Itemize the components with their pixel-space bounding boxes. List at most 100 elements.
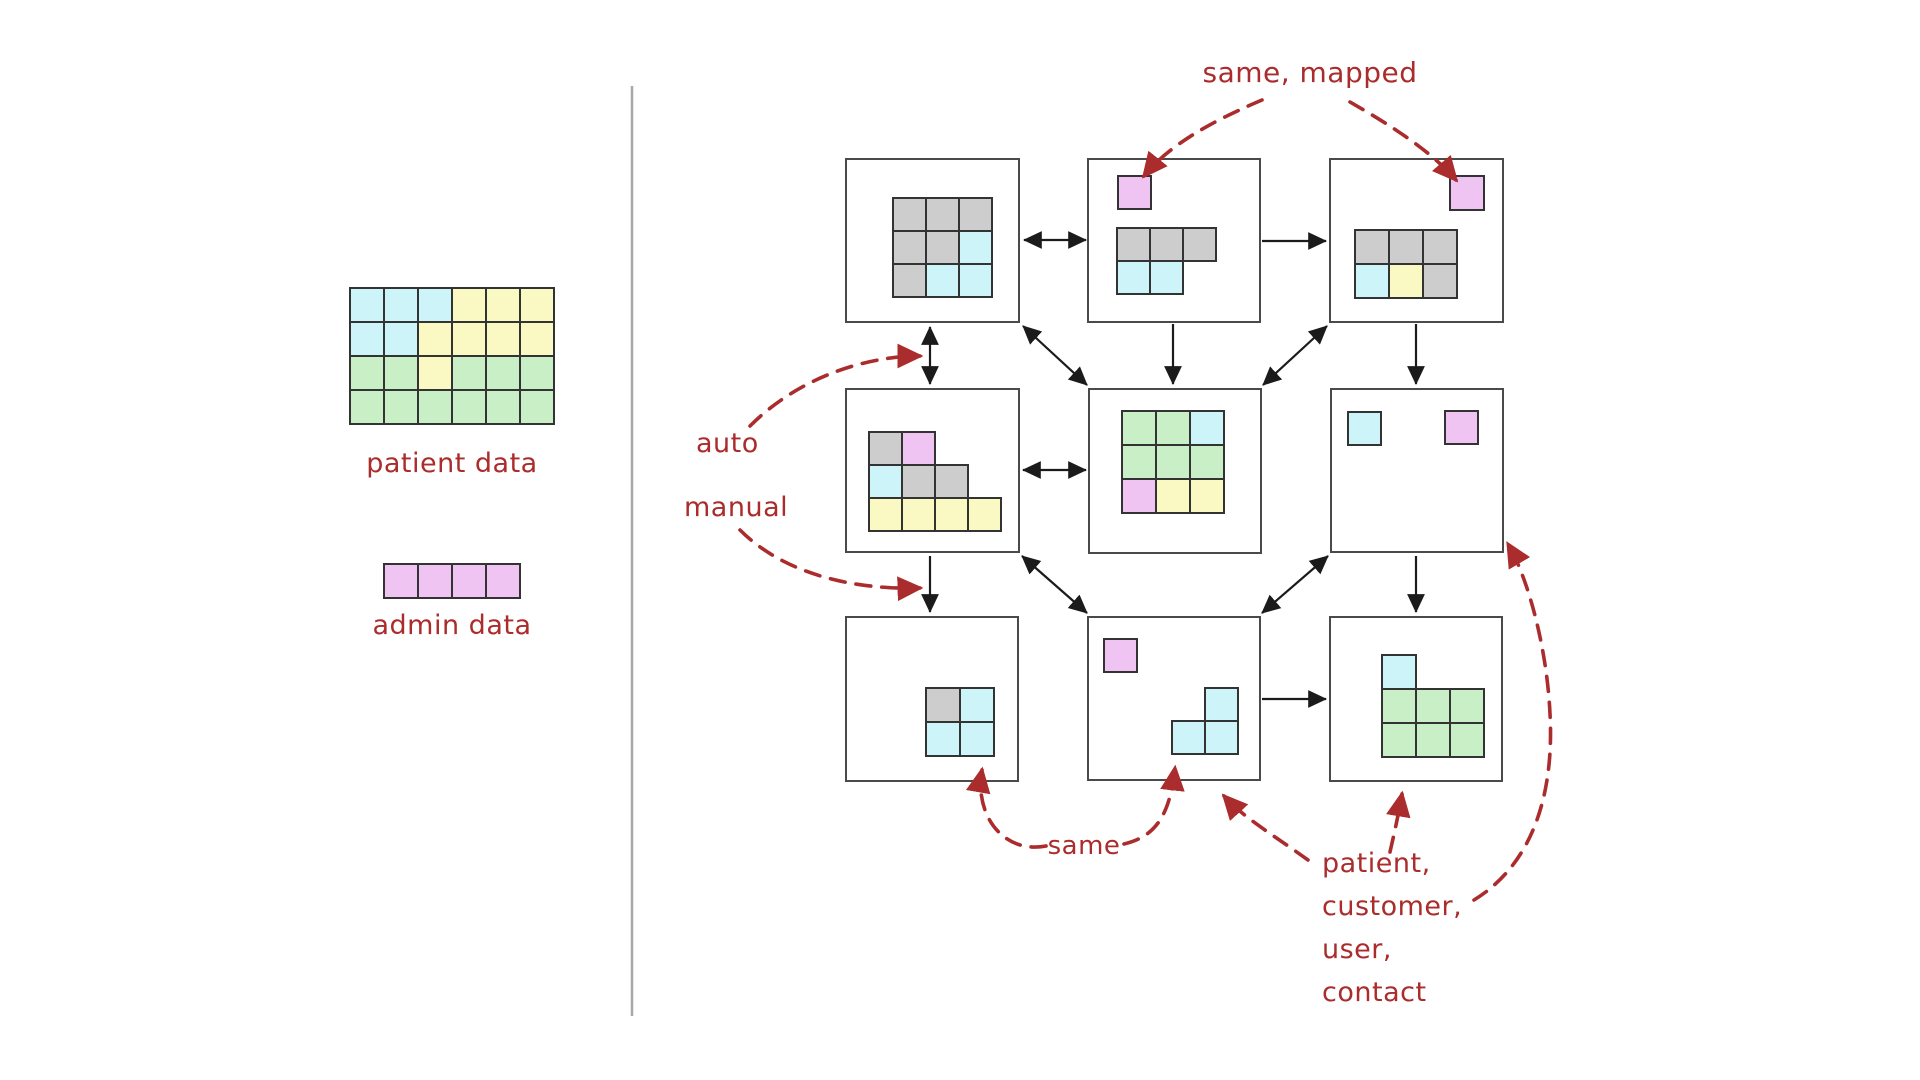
patient-data-grid-cell: [485, 321, 521, 357]
patient-data-grid-cell: [485, 389, 521, 425]
box-top-right-cell-pink: [1449, 175, 1485, 211]
box-top-middle-cell-cyan: [1116, 260, 1151, 295]
box-top-right-cell-cyan: [1354, 263, 1390, 299]
box-top-left-cell-gray: [925, 197, 960, 232]
connector-double-arrow: [1022, 325, 1088, 386]
box-top-left-cell-gray: [892, 230, 927, 265]
entity-list-line: customer,: [1322, 891, 1463, 922]
patient-data-grid-cell: [349, 321, 385, 357]
box-bottom-left-cell-cyan: [925, 721, 961, 757]
box-bottom-left-cell-cyan: [959, 721, 995, 757]
box-top-left-cell-gray: [892, 263, 927, 298]
connector-double-arrow: [1262, 325, 1328, 386]
patient-data-grid-cell: [383, 355, 419, 391]
annotation-arrow-same-mapped-to-top-middle: [1141, 98, 1264, 179]
box-bottom-right-cell-green: [1415, 688, 1451, 724]
box-top-left-cell-gray: [925, 230, 960, 265]
box-middle-left-cell-cyan: [868, 464, 903, 499]
patient-data-grid-cell: [417, 355, 453, 391]
box-top-right-cell-gray: [1354, 229, 1390, 265]
box-bottom-right-cell-green: [1381, 688, 1417, 724]
box-bottom-middle-cell-cyan: [1204, 720, 1239, 755]
box-center-cell-green: [1121, 410, 1157, 446]
patient-data-grid-cell: [349, 287, 385, 323]
box-center-cell-green: [1189, 444, 1225, 480]
legend-label-patient-data: patient data: [366, 448, 538, 479]
patient-data-grid-cell: [451, 321, 487, 357]
box-middle-left-cell-yellow: [868, 497, 903, 532]
box-middle-left-cell-gray: [934, 464, 969, 499]
box-bottom-left-cell-gray: [925, 687, 961, 723]
annotation-arrow-entities-to-bottom-right: [1386, 790, 1411, 854]
patient-data-grid-cell: [417, 321, 453, 357]
patient-data-grid-cell: [417, 389, 453, 425]
box-bottom-middle-cell-cyan: [1171, 720, 1206, 755]
box-center-cell-cyan: [1189, 410, 1225, 446]
patient-data-grid-cell: [485, 287, 521, 323]
box-bottom-right-cell-green: [1449, 688, 1485, 724]
admin-data-grid-cell: [417, 563, 453, 599]
box-top-left-cell-gray: [958, 197, 993, 232]
box-bottom-right-cell-green: [1449, 722, 1485, 758]
annotation-arrow-manual-to-vertical-connector: [738, 528, 924, 602]
patient-data-grid-cell: [519, 389, 555, 425]
box-center-cell-green: [1155, 444, 1191, 480]
annotation-arrow-entities-to-middle-right: [1472, 541, 1553, 902]
patient-data-grid-cell: [519, 287, 555, 323]
box-middle-left-cell-gray: [868, 431, 903, 466]
box-top-left-cell-cyan: [925, 263, 960, 298]
box-bottom-right-cell-green: [1415, 722, 1451, 758]
patient-data-grid-cell: [519, 355, 555, 391]
box-middle-left-cell-pink: [901, 431, 936, 466]
annotation-label-entity-list: patient,customer,user,contact: [1322, 842, 1462, 1014]
box-middle-left-cell-yellow: [901, 497, 936, 532]
box-top-left-cell-cyan: [958, 230, 993, 265]
box-center-cell-yellow: [1189, 478, 1225, 514]
box-bottom-middle-cell-pink: [1103, 638, 1138, 673]
annotation-arrow-same-mapped-to-top-right: [1348, 100, 1459, 183]
entity-list-line: contact: [1322, 977, 1427, 1008]
annotation-arrow-entities-to-bottom-middle: [1221, 793, 1310, 862]
annotation-arrow-same-to-bottom-left: [965, 766, 1048, 849]
box-top-right-cell-gray: [1388, 229, 1424, 265]
box-center-cell-green: [1155, 410, 1191, 446]
box-bottom-right-cell-cyan: [1381, 654, 1417, 690]
admin-data-grid-cell: [485, 563, 521, 599]
annotation-arrow-auto-to-vertical-connector: [748, 343, 924, 428]
legend-label-admin-data: admin data: [372, 610, 532, 641]
patient-data-grid-cell: [519, 321, 555, 357]
patient-data-grid-cell: [383, 321, 419, 357]
box-center-cell-green: [1121, 444, 1157, 480]
annotation-label-manual: manual: [684, 492, 789, 523]
annotation-label-auto: auto: [696, 428, 759, 459]
patient-data-grid-cell: [383, 287, 419, 323]
box-center-cell-pink: [1121, 478, 1157, 514]
box-center-cell-yellow: [1155, 478, 1191, 514]
box-middle-left-cell-yellow: [967, 497, 1002, 532]
box-bottom-right-cell-green: [1381, 722, 1417, 758]
box-middle-right-cell-pink: [1444, 410, 1479, 445]
box-top-middle-cell-cyan: [1149, 260, 1184, 295]
box-bottom-middle-cell-cyan: [1204, 687, 1239, 722]
box-middle-left-cell-gray: [901, 464, 936, 499]
patient-data-grid-cell: [451, 389, 487, 425]
admin-data-grid-cell: [383, 563, 419, 599]
box-top-middle-cell-gray: [1182, 227, 1217, 262]
patient-data-grid-cell: [451, 287, 487, 323]
patient-data-grid-cell: [349, 389, 385, 425]
box-top-middle-cell-pink: [1117, 175, 1152, 210]
connector-double-arrow: [1261, 555, 1329, 614]
box-top-right-cell-gray: [1422, 263, 1458, 299]
box-top-left-cell-cyan: [958, 263, 993, 298]
box-top-middle-cell-gray: [1149, 227, 1184, 262]
box-top-middle-cell-gray: [1116, 227, 1151, 262]
box-top-right-cell-yellow: [1388, 263, 1424, 299]
entity-list-line: patient,: [1322, 848, 1431, 879]
patient-data-grid-cell: [485, 355, 521, 391]
box-middle-left-cell-yellow: [934, 497, 969, 532]
annotation-label-same-mapped: same, mapped: [1202, 56, 1418, 89]
patient-data-grid-cell: [349, 355, 385, 391]
box-top-left-cell-gray: [892, 197, 927, 232]
admin-data-grid-cell: [451, 563, 487, 599]
